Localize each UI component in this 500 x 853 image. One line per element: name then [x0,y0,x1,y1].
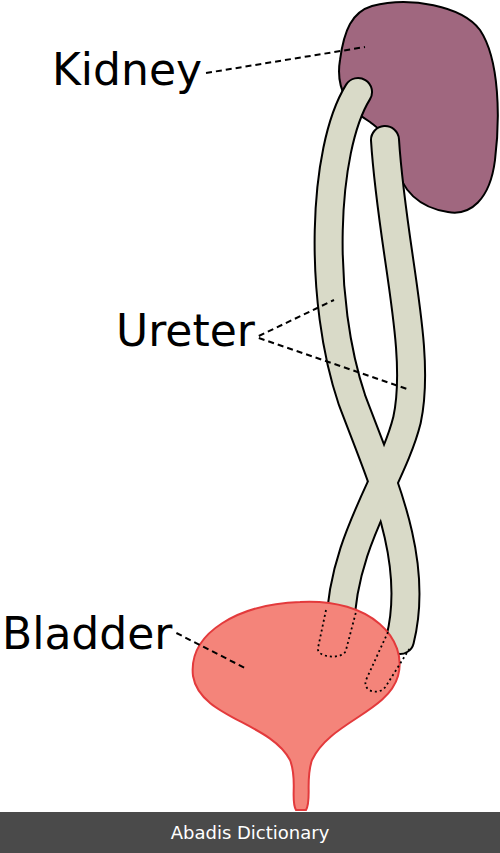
leader-line [259,338,410,390]
part-label: Kidney [52,44,202,96]
bladder-shape [193,602,400,810]
ureter-inner-end [365,632,410,692]
ureter-inner-end [318,610,356,657]
leader-line [206,47,365,73]
leader-line [176,633,245,668]
part-label: Ureter [116,305,255,357]
leader-line [259,300,334,336]
watermark: Abadis Dictionary [171,812,330,853]
part-label: Bladder [2,608,172,660]
ureter-fill [340,140,411,630]
